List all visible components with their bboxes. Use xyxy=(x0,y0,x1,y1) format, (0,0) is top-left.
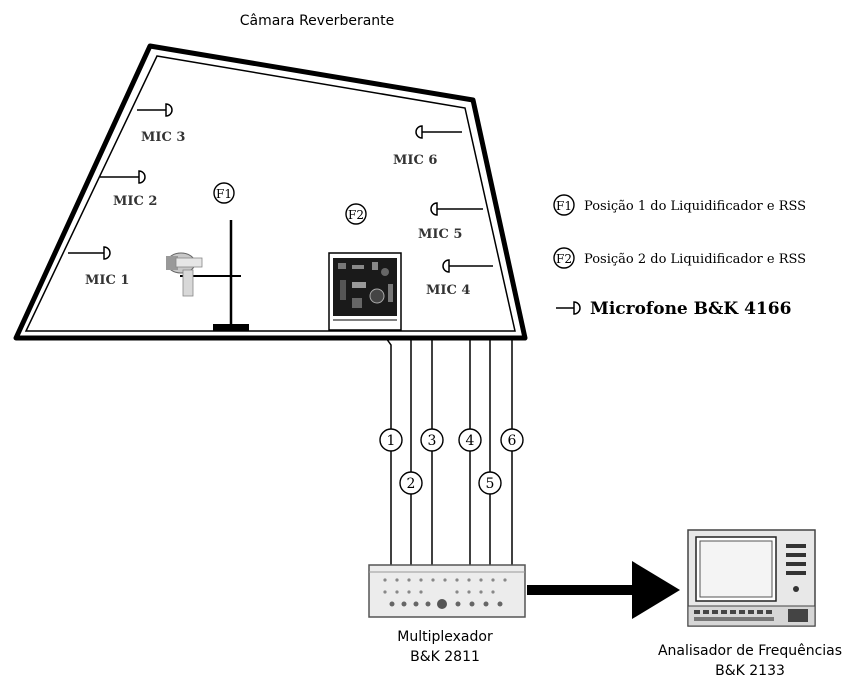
legend-f1-text: Posição 1 do Liquidificador e RSS xyxy=(584,199,806,214)
signal-arrow xyxy=(527,561,680,619)
analyzer-device-icon xyxy=(687,529,816,627)
mic-6: MIC 6 xyxy=(393,125,462,168)
multiplexer-label: Multiplexador xyxy=(397,629,493,645)
svg-text:F2: F2 xyxy=(348,208,364,222)
mic-2-label: MIC 2 xyxy=(113,194,157,209)
analyzer-label: Analisador de Frequências xyxy=(658,643,842,659)
mic-5-label: MIC 5 xyxy=(418,227,462,242)
channel-3: 3 xyxy=(420,428,444,452)
channel-2: 2 xyxy=(399,471,423,495)
legend-f1: F1 Posição 1 do Liquidificador e RSS xyxy=(553,194,806,216)
legend-mic-text: Microfone B&K 4166 xyxy=(590,299,791,319)
position-f2-marker: F2 xyxy=(345,203,367,225)
svg-text:F1: F1 xyxy=(556,199,572,213)
analyzer-model: B&K 2133 xyxy=(715,663,785,679)
channel-6: 6 xyxy=(500,428,524,452)
svg-text:4: 4 xyxy=(466,433,475,449)
mic-1-label: MIC 1 xyxy=(85,273,129,288)
channel-4: 4 xyxy=(458,428,482,452)
svg-text:1: 1 xyxy=(387,433,396,449)
mic-5: MIC 5 xyxy=(418,202,483,242)
svg-text:6: 6 xyxy=(508,433,517,449)
legend: F1 Posição 1 do Liquidificador e RSS F2 … xyxy=(553,194,806,319)
mic-6-label: MIC 6 xyxy=(393,153,437,168)
svg-text:2: 2 xyxy=(407,476,416,492)
mic-3: MIC 3 xyxy=(137,103,185,145)
mic-3-label: MIC 3 xyxy=(141,130,185,145)
mic-2: MIC 2 xyxy=(100,170,157,209)
multiplexer-model: B&K 2811 xyxy=(410,649,480,665)
svg-text:F2: F2 xyxy=(556,252,572,266)
mic-4-label: MIC 4 xyxy=(426,283,470,298)
svg-text:F1: F1 xyxy=(216,187,232,201)
blender-rss-icon xyxy=(166,252,203,297)
chamber-title: Câmara Reverberante xyxy=(240,13,395,29)
legend-f2: F2 Posição 2 do Liquidificador e RSS xyxy=(553,247,806,269)
legend-mic: Microfone B&K 4166 xyxy=(556,299,791,319)
mic-cables xyxy=(385,337,513,565)
mic-4: MIC 4 xyxy=(426,259,493,298)
mic-1: MIC 1 xyxy=(68,246,129,288)
channel-1: 1 xyxy=(379,428,403,452)
svg-text:5: 5 xyxy=(486,476,495,492)
svg-text:3: 3 xyxy=(428,433,437,449)
legend-f2-text: Posição 2 do Liquidificador e RSS xyxy=(584,252,806,267)
position-f1-marker: F1 xyxy=(213,182,235,204)
chamber-outline xyxy=(13,43,528,341)
multiplexer-device-icon xyxy=(368,564,526,618)
rss-device-icon xyxy=(328,252,402,331)
channel-5: 5 xyxy=(478,471,502,495)
